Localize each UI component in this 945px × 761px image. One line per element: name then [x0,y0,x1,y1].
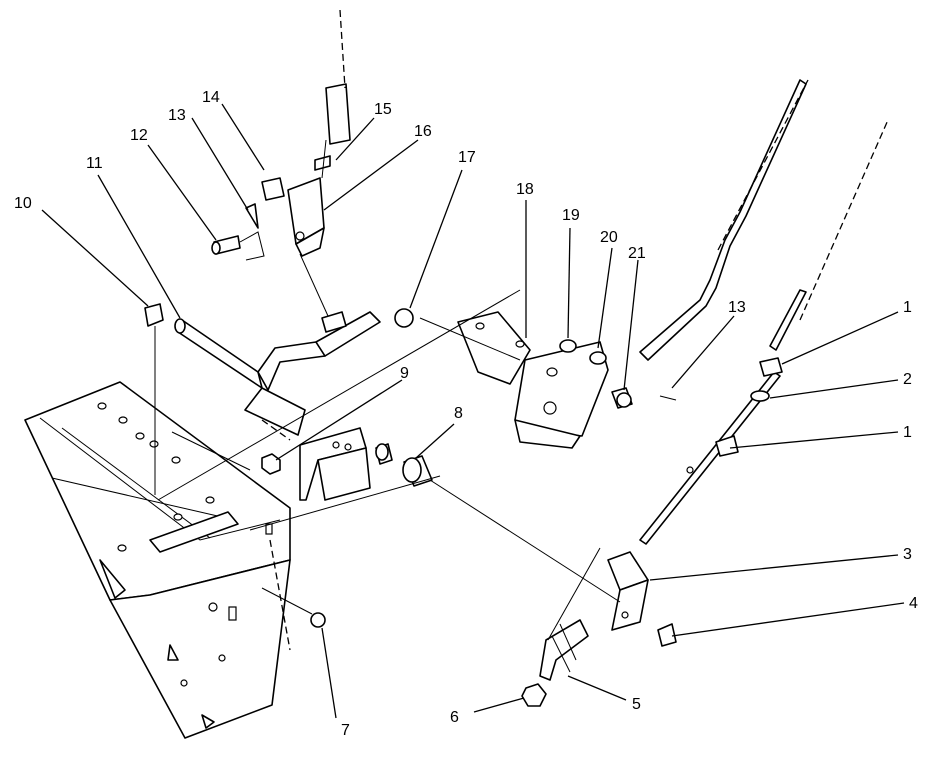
callout-1-lower: 1 [903,424,912,441]
callout-9: 9 [400,365,409,382]
callout-13-left: 13 [168,107,186,124]
callout-5: 5 [632,696,641,713]
callout-13-right: 13 [728,299,746,316]
callout-15: 15 [374,101,392,118]
callout-16: 16 [414,123,432,140]
callout-6: 6 [450,709,459,726]
upper-linkage [211,9,351,317]
callout-14: 14 [202,89,220,106]
frame-bracket [24,381,291,739]
callout-20: 20 [600,229,618,246]
alignment-lines [157,289,621,603]
washer-7 [261,587,326,628]
pivot-bracket [299,427,433,501]
callout-12: 12 [130,127,148,144]
bolt-10 [144,303,164,495]
callout-labels: 1 2 1 3 4 5 6 7 8 9 10 11 12 13 14 15 16… [14,89,918,739]
callout-19: 19 [562,207,580,224]
cable-upper [639,79,809,361]
callout-leaders [41,103,905,719]
callout-4: 4 [909,595,918,612]
callout-11: 11 [86,155,103,172]
callout-2: 2 [903,371,912,388]
callout-10: 10 [14,195,32,212]
callout-3: 3 [903,546,912,563]
callout-17: 17 [458,149,476,166]
callout-1-upper: 1 [903,299,912,316]
callout-8: 8 [454,405,463,422]
nut-9 [261,453,281,475]
callout-7: 7 [341,722,350,739]
callout-21: 21 [628,245,646,262]
cable-assembly-right [521,119,889,707]
actuator-assembly [394,308,677,449]
callout-18: 18 [516,181,534,198]
